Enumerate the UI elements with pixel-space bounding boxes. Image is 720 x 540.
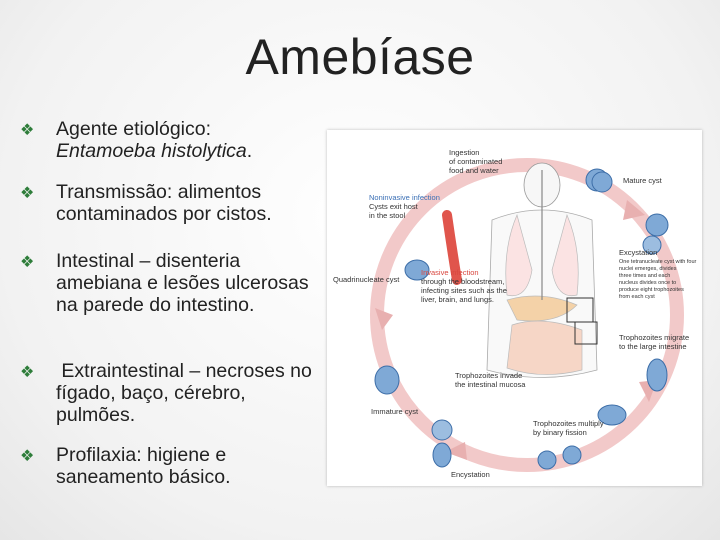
bullet-suffix: .: [246, 140, 253, 162]
human-body-figure: [486, 162, 598, 378]
bullet-text: Transmissão: alimentos contaminados por …: [56, 181, 272, 225]
diamond-bullet-icon: ❖: [20, 122, 35, 139]
bullet-item: ❖ Profilaxia: higiene e saneamento básic…: [20, 444, 330, 488]
diamond-bullet-icon: ❖: [20, 254, 35, 271]
bullet-text: Extraintestinal – necroses no fígado, ba…: [56, 360, 318, 426]
bullet-item: ❖ Intestinal – disenteria amebiana e les…: [20, 250, 330, 316]
label-mature-cyst: Mature cyst: [623, 176, 663, 185]
label-immature-cyst: Immature cyst: [371, 407, 419, 416]
cycle-arrowhead: [623, 200, 645, 220]
bullet-text: Intestinal – disenteria amebiana e lesõe…: [56, 250, 309, 316]
bullet-species: Entamoeba histolytica: [56, 140, 247, 162]
label-noninvasive: Noninvasive infection Cysts exit host in…: [369, 193, 442, 220]
lung-left: [505, 213, 533, 297]
label-invasive: Invasive infection through the bloodstre…: [421, 268, 509, 304]
bullet-text: Profilaxia: higiene e saneamento básico.: [56, 444, 231, 488]
bullet-line: Agente etiológico:: [56, 118, 212, 140]
intestines: [506, 320, 583, 375]
bullet-item: ❖ Agente etiológico: Entamoeba histolyti…: [20, 118, 330, 162]
bullet-item: ❖ Transmissão: alimentos contaminados po…: [20, 181, 330, 225]
bullet-item: ❖ Extraintestinal – necroses no fígado, …: [20, 360, 330, 426]
label-ingestion: Ingestion of contaminated food and water: [449, 148, 504, 175]
label-trophozoites-migrate: Trophozoites migrate to the large intest…: [619, 333, 691, 351]
label-trophozoites-invade: Trophozoites invade the intestinal mucos…: [455, 371, 526, 389]
cycle-arrowhead: [445, 442, 467, 460]
slide-title: Amebíase: [245, 29, 475, 85]
diamond-bullet-icon: ❖: [20, 185, 35, 202]
lung-right: [551, 213, 579, 297]
diamond-bullet-icon: ❖: [20, 448, 35, 465]
label-trophozoites-multiply: Trophozoites multiply by binary fission: [533, 419, 606, 437]
bullet-text: Agente etiológico: Entamoeba histolytica…: [56, 118, 330, 162]
cycle-ring: [370, 158, 684, 472]
label-excystation: Excystation One tetranucleate cyst with …: [619, 248, 698, 300]
amoebiasis-life-cycle-diagram: Ingestion of contaminated food and water…: [327, 130, 702, 486]
label-quadrinucleate-cyst: Quadrinucleate cyst: [333, 275, 400, 284]
invasive-arrow: [442, 210, 462, 285]
diamond-bullet-icon: ❖: [20, 364, 35, 381]
amoeba-cells: [374, 168, 669, 470]
cycle-arrowhead: [375, 308, 393, 330]
label-encystation: Encystation: [451, 470, 490, 479]
